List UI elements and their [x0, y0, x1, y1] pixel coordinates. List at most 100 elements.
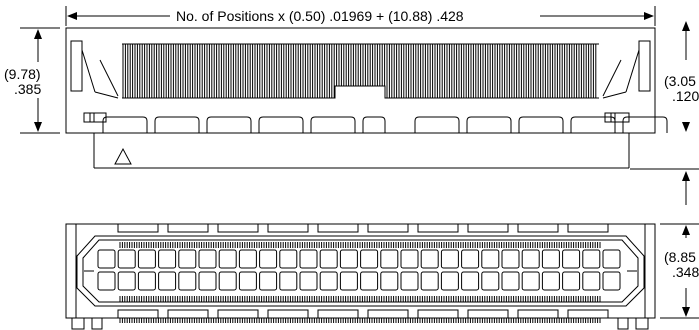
- lower-scallop: [367, 309, 409, 318]
- upper-scallop: [167, 224, 209, 233]
- upper-scallop: [117, 224, 159, 233]
- lower-scallop: [317, 309, 359, 318]
- bottom-view: [65, 223, 656, 330]
- solder-tails: [119, 318, 601, 323]
- contact-cell: [259, 271, 278, 291]
- upper-scallop: [517, 224, 559, 233]
- left-latch: [70, 40, 119, 123]
- contact-cell: [339, 249, 358, 269]
- contact-cell: [562, 249, 581, 269]
- contact-cell: [541, 249, 560, 269]
- contact-cell: [117, 249, 136, 269]
- height-right-bottom-in: .348: [672, 264, 699, 280]
- contact-cell: [158, 249, 177, 269]
- top-view-body: [65, 27, 656, 134]
- lower-pin-row: [119, 296, 601, 302]
- contact-cell: [158, 271, 177, 291]
- contact-cell: [420, 271, 439, 291]
- contact-cell: [521, 271, 540, 291]
- contact-cell: [259, 249, 278, 269]
- contact-cell: [360, 249, 379, 269]
- contact-cell: [541, 271, 560, 291]
- contact-cell: [137, 271, 156, 291]
- contact-cell: [299, 249, 318, 269]
- contact-cell: [319, 271, 338, 291]
- right-latch: [602, 40, 651, 123]
- contact-cell: [602, 249, 621, 269]
- contact-cell: [218, 249, 237, 269]
- lower-scallop: [217, 309, 259, 318]
- contact-cell: [178, 249, 197, 269]
- contact-cell: [238, 249, 257, 269]
- contact-cell: [420, 249, 439, 269]
- upper-scallop: [467, 224, 509, 233]
- contact-cell: [198, 271, 217, 291]
- upper-scallop: [267, 224, 309, 233]
- contact-cell: [360, 271, 379, 291]
- bottom-view-body: [65, 223, 656, 319]
- housing-scallop: [414, 116, 460, 133]
- contact-cell: [218, 271, 237, 291]
- top-view-housing: [93, 133, 630, 169]
- height-dimension-left: (9.78) .385: [4, 27, 60, 134]
- contact-cell: [339, 271, 358, 291]
- height-dimension-right-top: (3.05 .120: [630, 21, 699, 205]
- contact-cell: [380, 249, 399, 269]
- contact-cell: [178, 271, 197, 291]
- contact-cell: [440, 249, 459, 269]
- contact-cell: [481, 271, 500, 291]
- lower-scallop: [567, 309, 609, 318]
- upper-scallop: [217, 224, 259, 233]
- height-right-top-in: .120: [672, 88, 699, 104]
- lower-scallop: [167, 309, 209, 318]
- contact-cell: [440, 271, 459, 291]
- housing-scallop: [102, 116, 148, 133]
- contact-cell: [198, 249, 217, 269]
- mounting-leg: [635, 318, 649, 330]
- housing-scallop: [518, 116, 564, 133]
- contact-cell: [97, 271, 116, 291]
- contact-cell: [582, 249, 601, 269]
- housing-scallop: [310, 116, 356, 133]
- contact-cell: [521, 249, 540, 269]
- bottom-view-cavity: [76, 235, 645, 307]
- contact-cell: [400, 249, 419, 269]
- contact-cell: [501, 271, 520, 291]
- contact-cell: [238, 271, 257, 291]
- mounting-leg: [91, 318, 103, 330]
- contact-cell: [299, 271, 318, 291]
- height-right-bottom-mm: (8.85: [664, 249, 696, 265]
- lower-scallop: [517, 309, 559, 318]
- contact-cell: [582, 271, 601, 291]
- contact-cell: [400, 271, 419, 291]
- housing-scallop: [154, 116, 200, 133]
- contact-cell: [117, 271, 136, 291]
- pin-one-marker: [114, 147, 132, 165]
- top-view-scallops: [102, 116, 668, 133]
- height-dimension-right-bottom: (8.85 .348: [660, 223, 699, 319]
- housing-scallop: [206, 116, 252, 133]
- contact-cell: [279, 271, 298, 291]
- lower-scallop: [267, 309, 309, 318]
- top-view: [65, 27, 668, 169]
- contact-cell: [461, 249, 480, 269]
- housing-scallop: [622, 116, 668, 133]
- housing-scallop: [258, 116, 304, 133]
- width-dimension-label: No. of Positions x (0.50) .01969 + (10.8…: [176, 8, 464, 24]
- height-right-top-mm: (3.05: [664, 73, 696, 89]
- contact-cell: [279, 249, 298, 269]
- top-view-contacts: [122, 43, 599, 99]
- upper-scallop: [317, 224, 359, 233]
- bottom-view-legs: [71, 318, 649, 330]
- housing-scallop: [570, 116, 616, 133]
- height-left-mm: (9.78): [4, 66, 41, 82]
- housing-scallop: [466, 116, 512, 133]
- lower-scallop: [117, 309, 159, 318]
- contact-cell: [461, 271, 480, 291]
- contact-cell: [501, 249, 520, 269]
- contact-cell: [319, 249, 338, 269]
- upper-scallop: [367, 224, 409, 233]
- contact-cell: [97, 249, 116, 269]
- width-dimension: No. of Positions x (0.50) .01969 + (10.8…: [65, 6, 656, 26]
